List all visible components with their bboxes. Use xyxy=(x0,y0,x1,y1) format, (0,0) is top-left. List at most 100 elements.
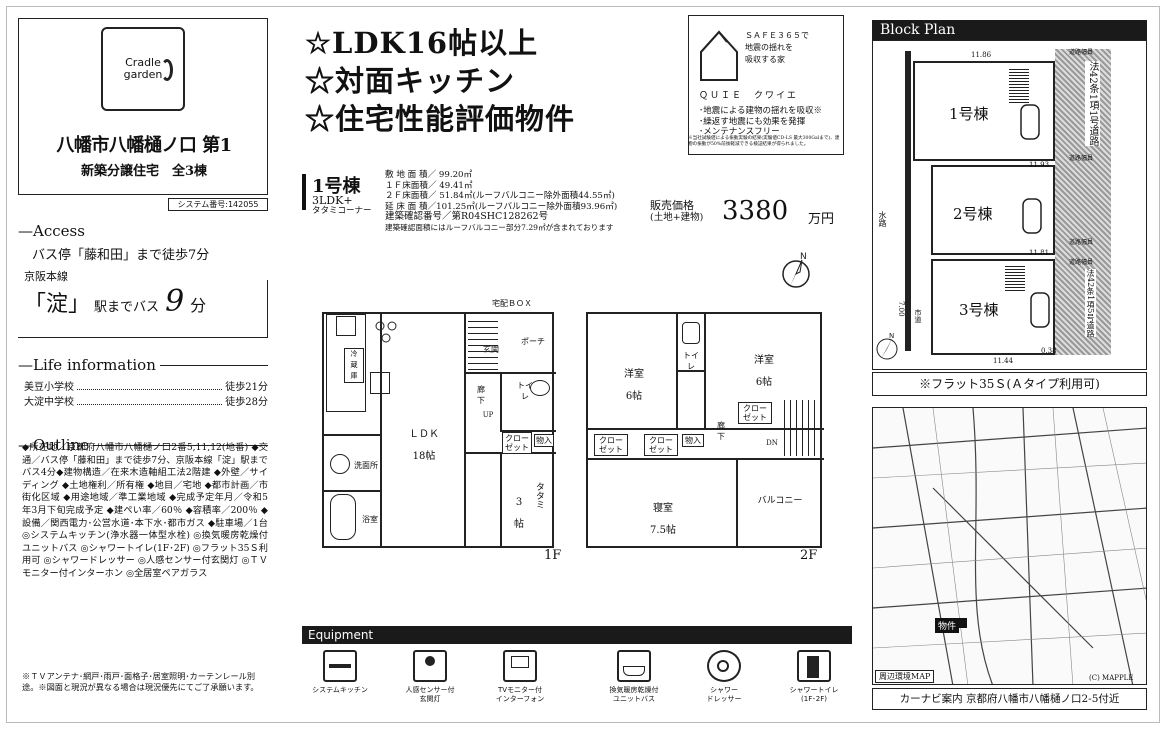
floor-2f-outline: 洋室 6帖 洋室 6帖 寝室 7.5帖 バルコニー トイレ 廊下 DN クロー … xyxy=(586,312,824,548)
price-value: 3380 xyxy=(722,196,789,226)
wall xyxy=(676,314,678,428)
access-heading: —Access xyxy=(18,222,85,240)
area-map[interactable]: 物件 周辺環境MAP (C) MAPPLE xyxy=(872,407,1147,685)
logo-line-2: garden xyxy=(123,68,163,81)
sensor-light-icon xyxy=(413,650,447,682)
quie-feature: ･地震による建物の揺れを吸収※ xyxy=(699,106,822,116)
western-room-2-name: 洋室 xyxy=(754,355,774,366)
floor-2f-label: 2F xyxy=(800,548,818,563)
western-room-2-size: 6帖 xyxy=(755,377,773,388)
model-layout-type: 3LDK+ xyxy=(312,194,353,207)
logo-box: Cradle garden 八幡市八幡樋ノ口 第1 新築分譲住宅 全3棟 xyxy=(18,18,268,195)
life-item-name: 美豆小学校 xyxy=(24,382,74,393)
road-width-label: 道路幅員 xyxy=(1069,49,1094,56)
dim-west: 7.00 xyxy=(897,301,905,317)
block-plan-heading: Block Plan xyxy=(872,20,1147,40)
western-room-1-name: 洋室 xyxy=(624,369,644,380)
compass-icon: N xyxy=(876,332,898,360)
equipment-item: 換気暖房乾燥付 ユニットバス xyxy=(596,650,672,703)
dim-top: 11.86 xyxy=(971,51,992,59)
spec-line: 建築確認面積にはルーフバルコニー部分7.29㎡が含まれております xyxy=(385,222,614,232)
road-width-label: 道路幅員 xyxy=(1069,239,1094,246)
kitchen-icon xyxy=(323,650,357,682)
shower-icon xyxy=(707,650,741,682)
car-icon xyxy=(1020,104,1040,140)
floor-1f-label: 1F xyxy=(544,548,562,563)
wall xyxy=(500,374,502,430)
life-item-name: 大淀中学校 xyxy=(24,397,74,408)
car-navi-guide: カーナビ案内 京都府八幡市八幡樋ノ口2-5付近 xyxy=(872,688,1147,710)
toilet-icon xyxy=(797,650,831,682)
wall xyxy=(704,314,706,428)
system-number: システム番号:142055 xyxy=(168,198,268,211)
by-bus: 駅までバス xyxy=(94,300,160,315)
up-label: UP xyxy=(482,411,494,419)
dim-offset: 0.38 xyxy=(1041,347,1057,355)
spec-line: 延 床 面 積／101.25㎡(ルーフバルコニー除外面積93.96㎡) xyxy=(385,201,618,212)
intercom-icon xyxy=(503,650,537,682)
map-roads xyxy=(873,408,1146,684)
lot-1: 1号棟 xyxy=(913,61,1055,161)
brand-logo: Cradle garden xyxy=(101,27,185,111)
lot-1-parking xyxy=(1009,69,1029,103)
station-open: 「 xyxy=(24,292,47,317)
storage-tag: 物入 xyxy=(534,434,554,447)
life-heading-text: Life information xyxy=(33,356,156,374)
life-item-time: 徒歩28分 xyxy=(225,397,268,408)
waterway-label: 水路 xyxy=(878,211,887,227)
quie-tagline-line: ＳＡＦＥ３６５で xyxy=(745,31,809,40)
flat35-note: ※フラット35Ｓ(Ａタイプ利用可) xyxy=(872,372,1147,396)
house-icon xyxy=(700,30,738,81)
price-label-2: (土地+建物) xyxy=(650,212,704,223)
minutes-unit: 分 xyxy=(190,296,207,315)
dn-label: DN xyxy=(766,439,778,447)
quie-feature: ･繰返す地震にも効果を発揮 xyxy=(699,116,806,127)
tatami-unit: 帖 xyxy=(514,519,524,530)
map-marker-label: 物件 xyxy=(935,618,960,633)
outline-text: ◆所在地／京都府八幡市八幡樋ノ口2番5,11,12(地番) ◆交通／バス停「藤和… xyxy=(22,442,268,579)
wall xyxy=(324,434,380,436)
closet-tag: クロー ゼット xyxy=(502,432,532,454)
equipment-label: TVモニター付 インターフォン xyxy=(495,686,545,703)
stairs xyxy=(468,318,498,370)
sink xyxy=(370,372,390,394)
dim-lot-3: 11.81 xyxy=(1029,249,1050,257)
closet-2f-tag: クロー ゼット xyxy=(594,434,628,456)
logo-line-1: Cradle xyxy=(125,56,161,69)
western-room-1-label: 洋室 6帖 xyxy=(606,358,662,413)
bath-dryer-icon xyxy=(617,650,651,682)
block-plan: 1号棟 2号棟 3号棟 11.86 11.93 11.81 11.44 0.38… xyxy=(872,40,1147,370)
bedroom-label: 寝室 7.5帖 xyxy=(628,492,698,547)
wall xyxy=(500,454,502,546)
quie-tagline-line: 地震の揺れを xyxy=(745,43,793,52)
equipment-item: 人感センサー付 玄関灯 xyxy=(392,650,468,703)
road-width-label: 道路幅員 xyxy=(1069,259,1094,266)
life-item: 美豆小学校徒歩21分 xyxy=(24,378,268,393)
quie-box: ＳＡＦＥ３６５で 地震の揺れを 吸収する家 ＱＵＩＥ クワイエ ･地震による建物… xyxy=(688,15,844,155)
life-item: 大淀中学校 徒歩28分 xyxy=(24,393,268,408)
balcony-label: バルコニー xyxy=(757,496,803,506)
car-icon xyxy=(1022,198,1042,234)
svg-text:N: N xyxy=(889,332,894,340)
access-heading-text: Access xyxy=(33,222,85,240)
wall xyxy=(678,370,704,372)
stairs-2f xyxy=(784,400,820,456)
toilet-2f-bowl xyxy=(682,322,700,344)
price-label: 販売価格 (土地+建物) xyxy=(650,200,703,224)
quie-features: ･地震による建物の揺れを吸収※ ･繰返す地震にも効果を発揮 ･メンテナンスフリー xyxy=(699,106,822,138)
equipment-label: システムキッチン xyxy=(312,686,368,694)
station-name: 淀 xyxy=(46,292,69,317)
road-east xyxy=(1055,49,1111,355)
wall xyxy=(588,428,824,430)
wall xyxy=(588,458,824,460)
left-column: Cradle garden 八幡市八幡樋ノ口 第1 新築分譲住宅 全3棟 システ… xyxy=(18,18,268,710)
equipment-item: シャワートイレ (1F･2F) xyxy=(776,650,852,703)
model-bar xyxy=(302,174,306,210)
quie-brand: ＱＵＩＥ クワイエ xyxy=(699,91,798,101)
dim-lot-2: 11.93 xyxy=(1029,161,1050,169)
washbasin xyxy=(330,454,350,474)
outline-heading: —Outline xyxy=(18,436,268,454)
compass-icon: N xyxy=(782,252,810,288)
quie-footnote: ※当社試験値による振動実験の結果(実験値CD-LS 最大300Galまで)、建物… xyxy=(688,136,840,147)
dim-bottom: 11.44 xyxy=(993,357,1014,365)
